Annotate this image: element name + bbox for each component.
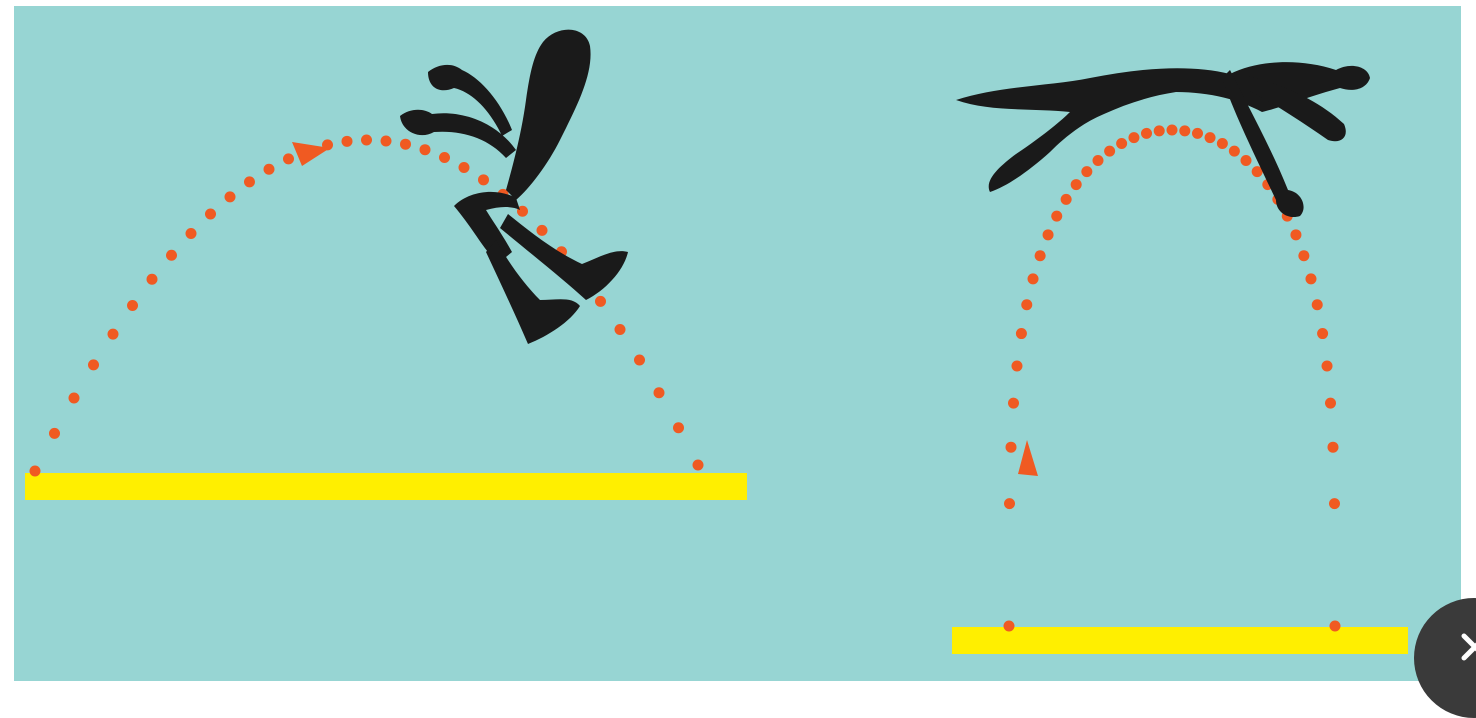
trajectory-right-dot xyxy=(1035,250,1046,261)
trajectory-right-dot xyxy=(1179,125,1190,136)
trajectory-right-dot xyxy=(1016,328,1027,339)
trajectory-right-dot xyxy=(1043,229,1054,240)
trajectory-right-dot xyxy=(1317,328,1328,339)
trajectory-left-dot xyxy=(693,460,704,471)
trajectory-left-dot xyxy=(673,422,684,433)
trajectory-right-dot xyxy=(1051,211,1062,222)
trajectory-left-dot xyxy=(595,296,606,307)
trajectory-right-dot xyxy=(1329,498,1340,509)
trajectory-left-dot xyxy=(69,392,80,403)
trajectory-right-dot xyxy=(1061,194,1072,205)
trajectory-left-dot xyxy=(615,324,626,335)
trajectory-left-dot xyxy=(264,164,275,175)
trajectory-right-dot xyxy=(1322,361,1333,372)
trajectory-left-dot xyxy=(342,136,353,147)
trajectory-right-dot xyxy=(1290,229,1301,240)
trajectory-right-dot xyxy=(1071,179,1082,190)
trajectory-right-dot xyxy=(1167,125,1178,136)
trajectory-right-dot xyxy=(1004,621,1015,632)
trajectory-right-dot xyxy=(1192,128,1203,139)
trajectory-right-dot xyxy=(1325,398,1336,409)
trajectory-right-dot xyxy=(1298,250,1309,261)
trajectory-left-dot xyxy=(88,359,99,370)
trajectory-right-dot xyxy=(1154,125,1165,136)
platform-left xyxy=(25,473,747,500)
trajectory-left-dot xyxy=(166,250,177,261)
trajectory-right-dot xyxy=(1312,299,1323,310)
trajectory-right-dot xyxy=(1004,498,1015,509)
trajectory-left-dot xyxy=(654,387,665,398)
trajectory-left-dot xyxy=(225,191,236,202)
trajectory-left-dot xyxy=(127,300,138,311)
trajectory-right-dot xyxy=(1092,155,1103,166)
trajectory-left-dot xyxy=(244,176,255,187)
trajectory-right-dot xyxy=(1305,273,1316,284)
trajectory-left-dot xyxy=(537,225,548,236)
trajectory-right-dot xyxy=(1006,442,1017,453)
trajectory-left-dot xyxy=(283,153,294,164)
trajectory-right-dot xyxy=(1116,138,1127,149)
trajectory-left-dot xyxy=(147,274,158,285)
trajectory-right-dot xyxy=(1229,146,1240,157)
trajectory-right-dot xyxy=(1241,155,1252,166)
trajectory-left-dot xyxy=(381,135,392,146)
trajectory-left-dot xyxy=(361,135,372,146)
trajectory-left-dot xyxy=(459,162,470,173)
trajectory-left-dot xyxy=(420,144,431,155)
trajectory-right-dot xyxy=(1205,132,1216,143)
platform-right xyxy=(952,627,1408,654)
trajectory-right-dot xyxy=(1081,166,1092,177)
trajectory-left-dot xyxy=(30,465,41,476)
trajectory-right-dot xyxy=(1021,299,1032,310)
trajectory-left-dot xyxy=(478,174,489,185)
trajectory-right-dot xyxy=(1327,442,1338,453)
trajectory-right-dot xyxy=(1028,273,1039,284)
trajectory-right-dot xyxy=(1011,361,1022,372)
jump-diagram xyxy=(0,0,1476,681)
trajectory-left-dot xyxy=(49,428,60,439)
trajectory-right-dot xyxy=(1330,621,1341,632)
trajectory-left-dot xyxy=(186,228,197,239)
trajectory-right-dot xyxy=(1008,398,1019,409)
close-icon xyxy=(1460,632,1476,662)
trajectory-right-dot xyxy=(1217,138,1228,149)
trajectory-left-dot xyxy=(439,152,450,163)
trajectory-left-dot xyxy=(400,139,411,150)
trajectory-left-dot xyxy=(108,329,119,340)
trajectory-right-dot xyxy=(1104,146,1115,157)
trajectory-right-dot xyxy=(1141,128,1152,139)
diagram-stage xyxy=(0,0,1476,681)
trajectory-right-dot xyxy=(1128,132,1139,143)
trajectory-left-dot xyxy=(634,355,645,366)
trajectory-left-dot xyxy=(205,209,216,220)
